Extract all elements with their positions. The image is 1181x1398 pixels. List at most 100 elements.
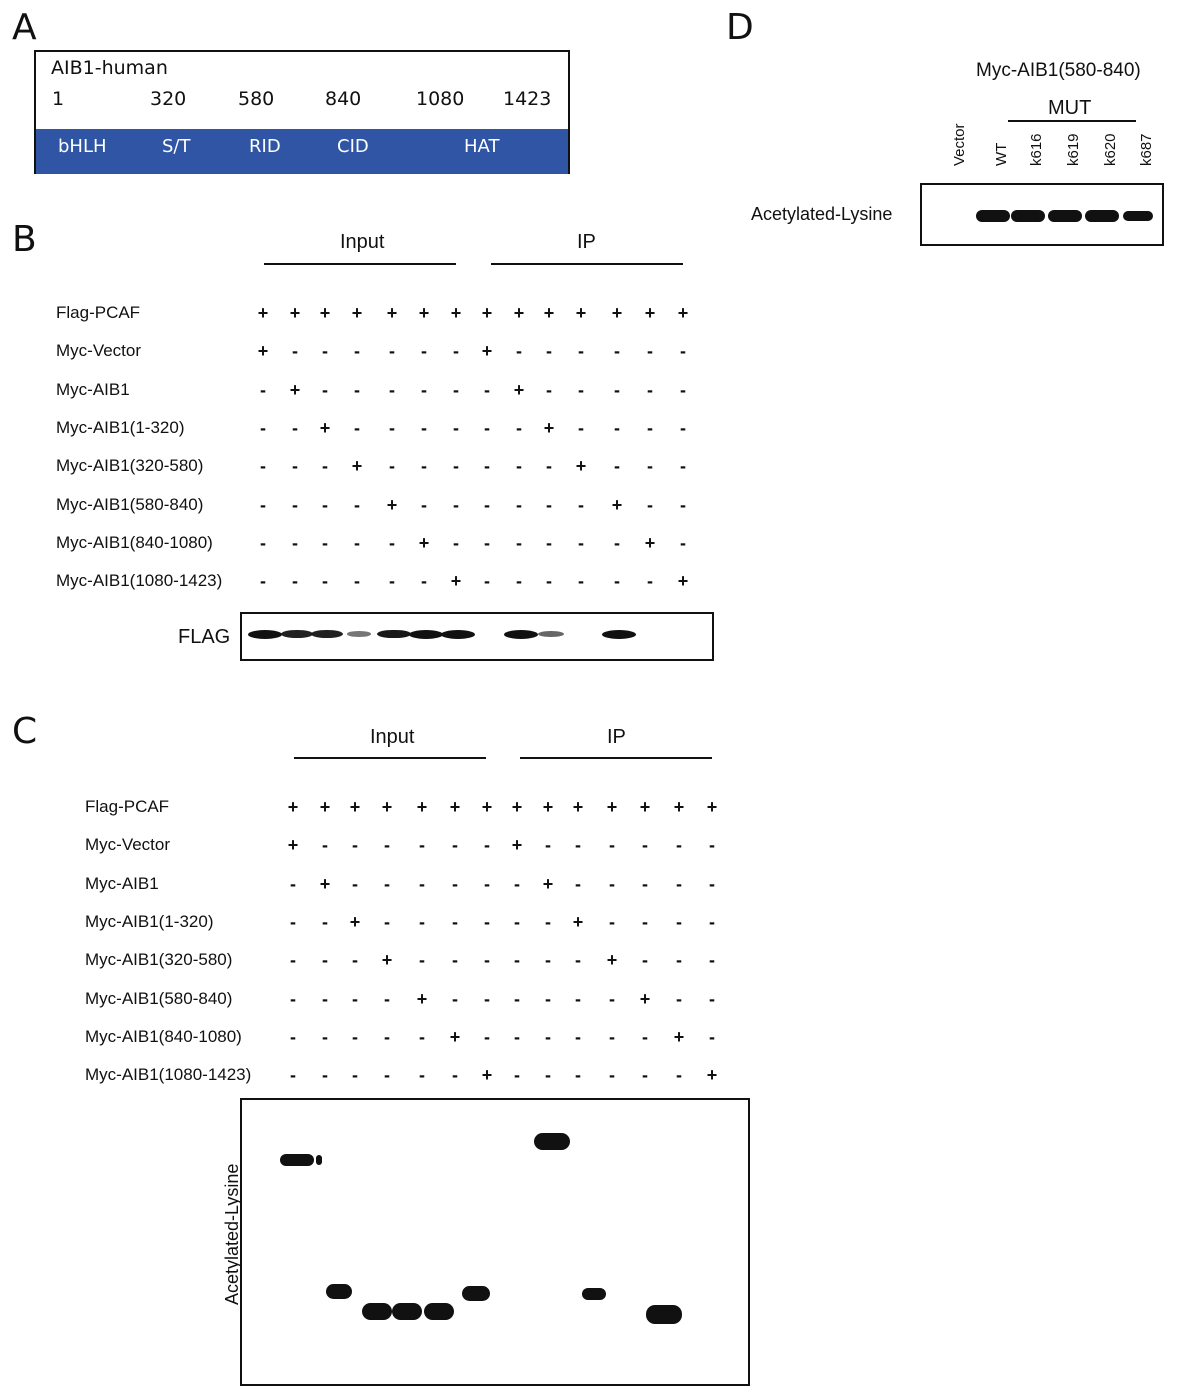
minus-sign: -: [514, 911, 520, 932]
minus-sign: -: [453, 456, 459, 477]
minus-sign: -: [647, 379, 653, 400]
minus-sign: -: [575, 835, 581, 856]
minus-sign: -: [421, 417, 427, 438]
minus-sign: -: [352, 1026, 358, 1047]
minus-sign: -: [546, 379, 552, 400]
minus-sign: -: [514, 1065, 520, 1086]
minus-sign: -: [609, 1065, 615, 1086]
plus-sign: +: [606, 797, 618, 817]
blot-band: [602, 629, 636, 639]
minus-sign: -: [352, 988, 358, 1009]
minus-sign: -: [709, 950, 715, 971]
minus-sign: -: [484, 873, 490, 894]
minus-sign: -: [647, 494, 653, 515]
panel-label-b: B: [12, 219, 37, 260]
minus-sign: -: [546, 494, 552, 515]
minus-sign: -: [322, 532, 328, 553]
protein-title: AIB1-human: [51, 57, 168, 79]
minus-sign: -: [260, 456, 266, 477]
plus-sign: +: [349, 797, 361, 817]
domain-bar: [36, 129, 568, 174]
blot-band: [1085, 210, 1119, 222]
minus-sign: -: [421, 341, 427, 362]
position-label: 580: [238, 88, 275, 110]
minus-sign: -: [514, 988, 520, 1009]
plus-sign: +: [677, 303, 689, 323]
minus-sign: -: [709, 1026, 715, 1047]
plus-sign: +: [351, 456, 363, 477]
blot-label: Acetylated-Lysine: [222, 1163, 242, 1305]
plus-sign: +: [572, 797, 584, 817]
condition-label: Myc-AIB1(320-580): [85, 950, 233, 970]
minus-sign: -: [384, 1026, 390, 1047]
minus-sign: -: [676, 911, 682, 932]
minus-sign: -: [642, 911, 648, 932]
condition-label: Myc-AIB1(1080-1423): [56, 571, 223, 591]
lane-label: k619: [1065, 133, 1082, 166]
position-label: 1080: [416, 88, 465, 110]
minus-sign: -: [354, 532, 360, 553]
plus-sign: +: [706, 797, 718, 817]
minus-sign: -: [453, 494, 459, 515]
minus-sign: -: [290, 1026, 296, 1047]
minus-sign: -: [575, 1065, 581, 1086]
blot-label: Acetylated-Lysine: [751, 204, 893, 224]
minus-sign: -: [546, 532, 552, 553]
lane-label: k620: [1102, 133, 1119, 166]
minus-sign: -: [384, 835, 390, 856]
minus-sign: -: [642, 835, 648, 856]
minus-sign: -: [516, 417, 522, 438]
condition-label: Myc-AIB1: [56, 379, 130, 399]
panel-label-d: D: [726, 7, 754, 48]
minus-sign: -: [421, 494, 427, 515]
minus-sign: -: [680, 456, 686, 477]
minus-sign: -: [452, 873, 458, 894]
minus-sign: -: [575, 950, 581, 971]
minus-sign: -: [453, 417, 459, 438]
plus-sign: +: [319, 303, 331, 323]
condition-label: Myc-Vector: [85, 835, 171, 855]
minus-sign: -: [290, 911, 296, 932]
blot-label: FLAG: [178, 626, 231, 648]
lane-label: WT: [993, 142, 1010, 166]
minus-sign: -: [389, 456, 395, 477]
minus-sign: -: [452, 911, 458, 932]
input-bracket: [294, 757, 486, 759]
position-label: 1: [52, 88, 65, 110]
minus-sign: -: [614, 532, 620, 553]
domain-diagram: AIB1-human 1 320 580 840 1080 1423 bHLH …: [34, 50, 570, 174]
minus-sign: -: [292, 417, 298, 438]
minus-sign: -: [352, 1065, 358, 1086]
minus-sign: -: [421, 379, 427, 400]
plus-sign: +: [319, 417, 331, 438]
minus-sign: -: [292, 341, 298, 362]
mut-bracket: [1008, 120, 1136, 122]
minus-sign: -: [614, 341, 620, 362]
ip-bracket: [491, 263, 683, 265]
minus-sign: -: [292, 456, 298, 477]
minus-sign: -: [680, 379, 686, 400]
condition-label: Flag-PCAF: [56, 303, 141, 322]
condition-label: Myc-AIB1: [85, 873, 159, 893]
plus-sign: +: [287, 835, 299, 856]
minus-sign: -: [578, 532, 584, 553]
minus-sign: -: [578, 341, 584, 362]
minus-sign: -: [484, 950, 490, 971]
minus-sign: -: [709, 835, 715, 856]
blot-band: [346, 631, 372, 637]
minus-sign: -: [614, 456, 620, 477]
plus-sign: +: [450, 571, 462, 592]
minus-sign: -: [516, 456, 522, 477]
minus-sign: -: [514, 873, 520, 894]
plus-sign: +: [449, 797, 461, 817]
minus-sign: -: [352, 873, 358, 894]
condition-label: Myc-Vector: [56, 341, 142, 361]
minus-sign: -: [680, 494, 686, 515]
lane-label: k616: [1028, 133, 1045, 166]
minus-sign: -: [578, 494, 584, 515]
blot-band: [424, 1303, 454, 1320]
minus-sign: -: [389, 379, 395, 400]
minus-sign: -: [484, 532, 490, 553]
minus-sign: -: [260, 417, 266, 438]
position-label: 840: [325, 88, 362, 110]
